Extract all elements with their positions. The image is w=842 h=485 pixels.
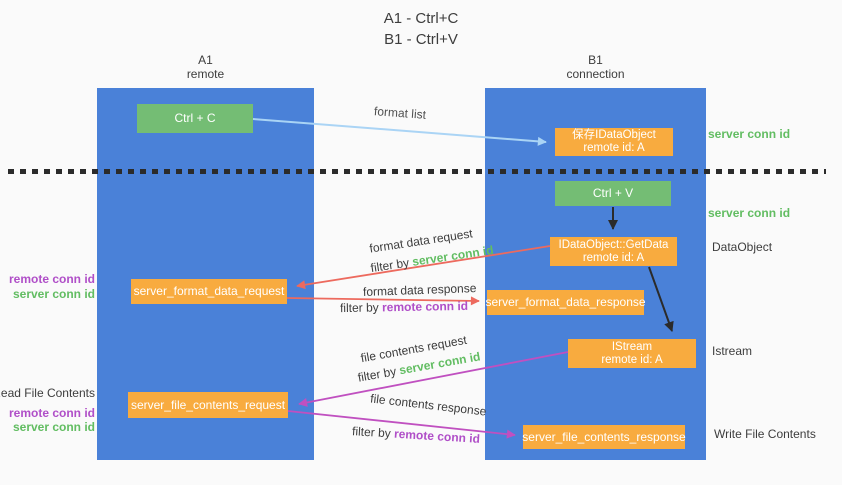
filter-by-text: filter by bbox=[339, 300, 379, 316]
remote-conn-id-text: remote conn id bbox=[381, 298, 469, 315]
server-conn-id-annotation-mid: server conn id bbox=[708, 206, 791, 220]
format-list-label: format list bbox=[373, 104, 427, 122]
save-idataobject-node: 保存IDataObject remote id: A bbox=[555, 128, 673, 156]
save-idataobject-line2: remote id: A bbox=[583, 142, 645, 154]
title-line-2: B1 - Ctrl+V bbox=[384, 31, 458, 48]
istream-line2: remote id: A bbox=[601, 353, 663, 366]
server-format-data-response-node: server_format_data_response bbox=[485, 290, 646, 315]
server-file-contents-response-node: server_file_contents_response bbox=[522, 425, 686, 449]
getdata-line1: IDataObject::GetData bbox=[558, 238, 669, 251]
save-idataobject-line1: 保存IDataObject bbox=[572, 129, 656, 141]
ctrl-v-label: Ctrl + V bbox=[592, 186, 634, 200]
remote-conn-id-annotation-top: remote conn id bbox=[8, 272, 95, 286]
istream-node: IStream remote id: A bbox=[568, 339, 696, 368]
file-contents-response-label: file contents response bbox=[369, 391, 488, 419]
ctrl-v-node: Ctrl + V bbox=[555, 181, 671, 206]
format-response-label: server_format_data_response bbox=[485, 295, 646, 309]
session-divider-dashed-line bbox=[8, 169, 826, 174]
getdata-line2: remote id: A bbox=[582, 251, 645, 264]
format-request-label: server_format_data_request bbox=[133, 284, 285, 298]
ctrl-c-node: Ctrl + C bbox=[137, 104, 253, 133]
remote-conn-id-annotation-bottom: remote conn id bbox=[8, 406, 95, 420]
format-data-response-label: format data response bbox=[362, 281, 477, 299]
format-response-filter-label: filter by remote conn id bbox=[340, 299, 468, 315]
server-conn-id-annotation-left-bottom: server conn id bbox=[12, 420, 95, 434]
filter-by-text: filter by bbox=[351, 424, 392, 441]
ctrl-c-label: Ctrl + C bbox=[174, 111, 216, 125]
server-conn-id-annotation-top: server conn id bbox=[708, 127, 791, 141]
server-format-data-request-node: server_format_data_request bbox=[131, 279, 287, 304]
filter-by-text: filter by bbox=[356, 364, 398, 385]
istream-annotation: Istream bbox=[712, 344, 753, 358]
istream-line1: IStream bbox=[611, 340, 653, 353]
idataobject-getdata-node: IDataObject::GetData remote id: A bbox=[550, 237, 677, 266]
diagram-title: A1 - Ctrl+C B1 - Ctrl+V bbox=[0, 8, 842, 50]
server-file-contents-request-node: server_file_contents_request bbox=[128, 392, 288, 418]
lane-b1-role: connection bbox=[566, 67, 625, 81]
file-response-label: server_file_contents_response bbox=[522, 429, 686, 444]
lane-a1-name: A1 bbox=[198, 53, 213, 67]
lane-a1-role: remote bbox=[186, 67, 225, 81]
lane-header-a1: A1 remote bbox=[97, 53, 314, 81]
file-response-filter-label: filter by remote conn id bbox=[352, 424, 481, 446]
read-file-contents-annotation: Read File Contents bbox=[0, 386, 95, 400]
lane-header-b1: B1 connection bbox=[485, 53, 706, 81]
server-conn-id-annotation-left-top: server conn id bbox=[12, 287, 95, 301]
filter-by-text: filter by bbox=[369, 255, 410, 276]
file-request-label: server_file_contents_request bbox=[130, 397, 286, 412]
lane-b1-name: B1 bbox=[588, 53, 603, 67]
dataobject-annotation: DataObject bbox=[712, 240, 773, 254]
write-file-contents-annotation: Write File Contents bbox=[714, 427, 816, 441]
title-line-1: A1 - Ctrl+C bbox=[383, 10, 459, 27]
remote-conn-id-text: remote conn id bbox=[393, 426, 481, 446]
